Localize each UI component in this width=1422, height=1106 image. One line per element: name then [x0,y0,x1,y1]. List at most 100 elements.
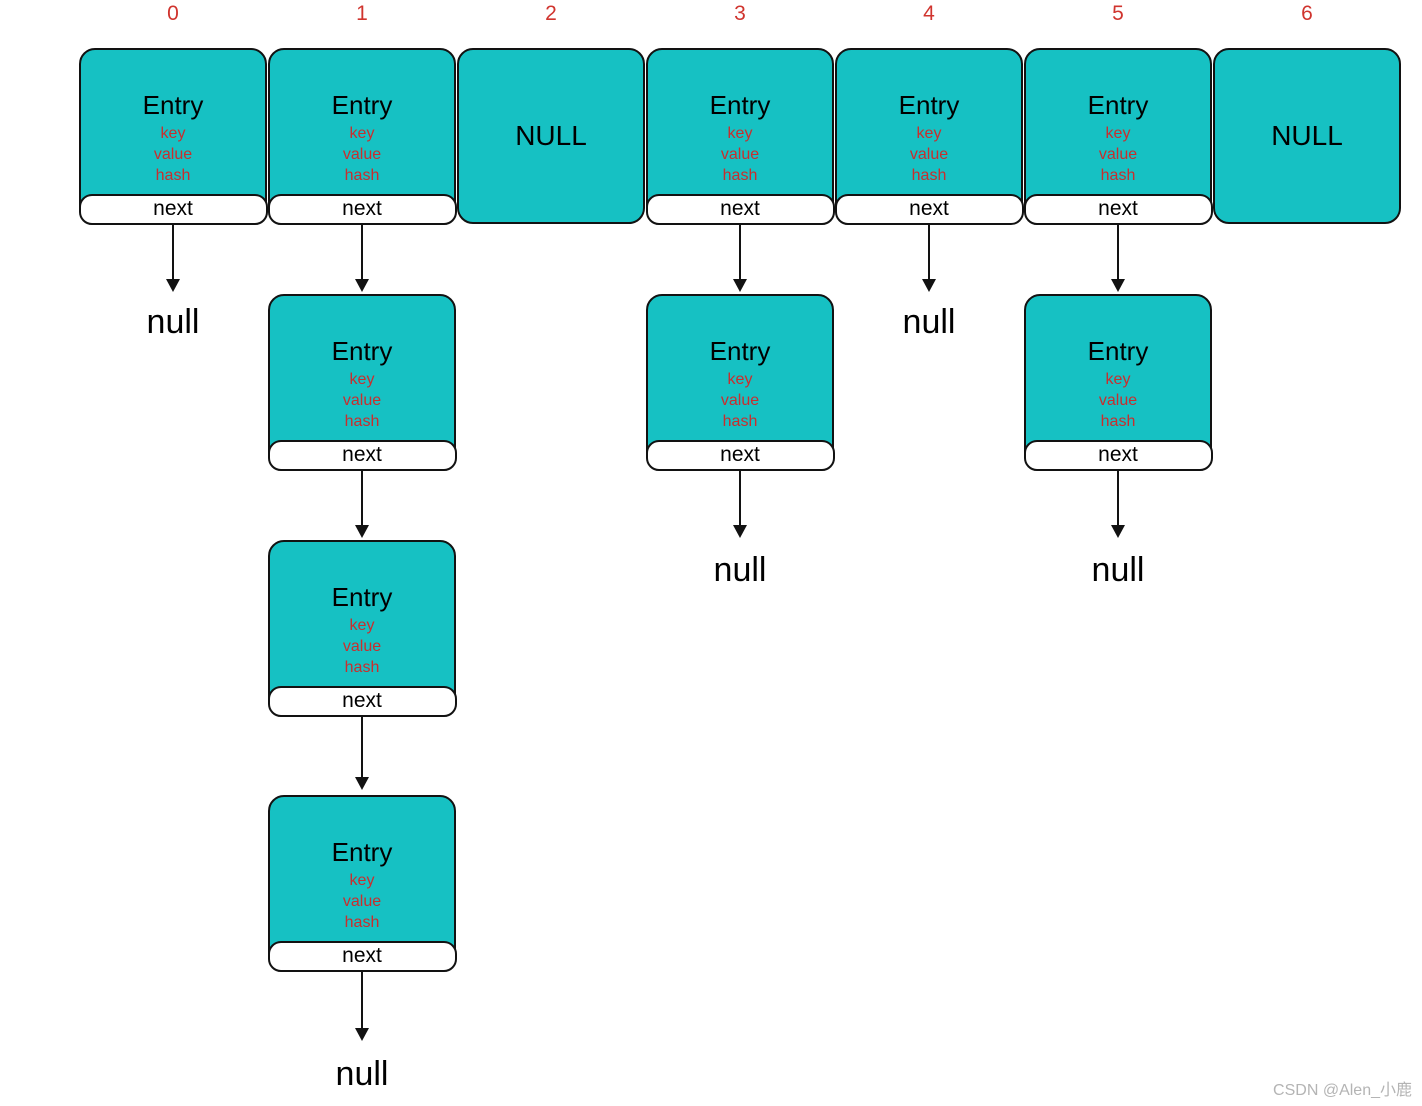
arrowhead-icon [1111,525,1125,538]
entry-node-bucket0: Entry key value hash next [78,48,268,225]
arrowhead-icon [1111,279,1125,292]
entry-field-value: value [720,146,760,163]
entry-field-hash: hash [911,167,947,184]
entry-field-key: key [349,125,375,142]
arrow-down-icon [355,224,369,292]
entry-field-hash: hash [722,167,758,184]
entry-fields: key value hash [1026,369,1210,432]
entry-field-key: key [916,125,942,142]
entry-field-value: value [1098,392,1138,409]
entry-field-key: key [349,617,375,634]
entry-field-value: value [720,392,760,409]
arrowhead-icon [355,777,369,790]
entry-node-bucket3-chain2: Entry key value hash next [645,294,835,471]
next-pointer-slot: next [267,193,457,225]
entry-field-hash: hash [1100,167,1136,184]
null-reference-bucket0: null [146,303,200,341]
entry-node-bucket3: Entry key value hash next [645,48,835,225]
entry-field-key: key [1105,125,1131,142]
arrowhead-icon [922,279,936,292]
arrow-down-icon [1111,470,1125,538]
null-slot-label: NULL [515,120,587,151]
bucket-index-3: 3 [734,2,746,25]
entry-field-value: value [342,146,382,163]
entry-node-bucket5-chain2: Entry key value hash next [1023,294,1213,471]
entry-field-value: value [909,146,949,163]
entry-field-hash: hash [155,167,191,184]
entry-fields: key value hash [648,123,832,186]
entry-field-hash: hash [344,413,380,430]
entry-field-hash: hash [722,413,758,430]
arrow-down-icon [733,470,747,538]
entry-field-key: key [727,125,753,142]
null-reference-bucket1: null [335,1055,389,1093]
entry-field-hash: hash [1100,413,1136,430]
entry-field-hash: hash [344,167,380,184]
entry-title: Entry [331,837,393,867]
entry-node-bucket1-chain2: Entry key value hash next [267,294,457,471]
entry-field-key: key [349,371,375,388]
entry-title: Entry [709,336,771,366]
null-reference-bucket5: null [1091,551,1145,589]
entry-title: Entry [709,90,771,120]
entry-node-bucket1-chain3: Entry key value hash next [267,540,457,717]
bucket-index-6: 6 [1301,2,1313,25]
entry-field-hash: hash [344,914,380,931]
bucket-index-4: 4 [923,2,935,25]
next-pointer-slot: next [645,193,835,225]
entry-fields: key value hash [270,615,454,678]
entry-field-key: key [349,872,375,889]
arrow-down-icon [166,224,180,292]
arrowhead-icon [355,279,369,292]
bucket-index-2: 2 [545,2,557,25]
arrowhead-icon [733,279,747,292]
entry-field-value: value [1098,146,1138,163]
entry-field-key: key [727,371,753,388]
arrow-down-icon [355,971,369,1041]
entry-node-bucket1-chain4: Entry key value hash next [267,795,457,972]
next-pointer-slot: next [78,193,268,225]
arrow-down-icon [922,224,936,292]
entry-title: Entry [331,90,393,120]
next-pointer-slot: next [1023,193,1213,225]
arrow-down-icon [355,716,369,790]
entry-title: Entry [331,336,393,366]
entry-title: Entry [142,90,204,120]
arrowhead-icon [355,525,369,538]
entry-field-hash: hash [344,659,380,676]
null-slot-bucket6: NULL [1213,48,1401,224]
entry-field-value: value [342,893,382,910]
entry-title: Entry [1087,336,1149,366]
entry-fields: key value hash [81,123,265,186]
entry-node-bucket5: Entry key value hash next [1023,48,1213,225]
next-pointer-slot: next [267,439,457,471]
next-pointer-slot: next [1023,439,1213,471]
arrowhead-icon [733,525,747,538]
next-pointer-slot: next [834,193,1024,225]
entry-title: Entry [1087,90,1149,120]
entry-title: Entry [331,582,393,612]
entry-field-key: key [1105,371,1131,388]
next-pointer-slot: next [645,439,835,471]
entry-fields: key value hash [270,369,454,432]
arrowhead-icon [355,1028,369,1041]
entry-fields: key value hash [837,123,1021,186]
arrow-down-icon [1111,224,1125,292]
entry-node-bucket1: Entry key value hash next [267,48,457,225]
arrowhead-icon [166,279,180,292]
entry-field-value: value [153,146,193,163]
entry-title: Entry [898,90,960,120]
entry-fields: key value hash [1026,123,1210,186]
null-slot-bucket2: NULL [457,48,645,224]
null-slot-label: NULL [1271,120,1343,151]
bucket-index-0: 0 [167,2,179,25]
entry-node-bucket4: Entry key value hash next [834,48,1024,225]
arrow-down-icon [355,470,369,538]
entry-field-value: value [342,638,382,655]
null-reference-bucket3: null [713,551,767,589]
bucket-index-1: 1 [356,2,368,25]
entry-field-key: key [160,125,186,142]
null-reference-bucket4: null [902,303,956,341]
bucket-index-5: 5 [1112,2,1124,25]
